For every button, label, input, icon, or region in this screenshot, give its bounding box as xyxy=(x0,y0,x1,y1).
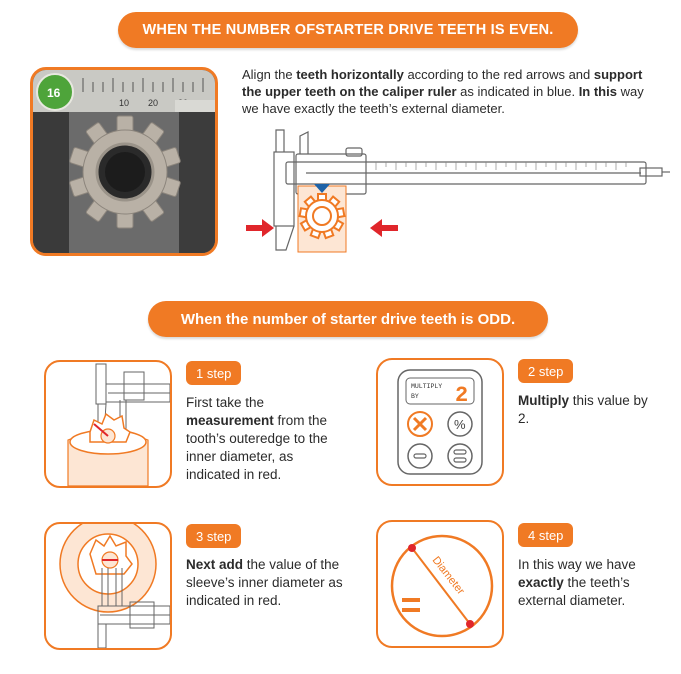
size-badge-icon xyxy=(36,73,74,111)
even-instructions: Align the teeth horizontally according t… xyxy=(242,67,644,116)
step2-illustration: MULTIPLY BY 2 % xyxy=(376,358,504,486)
odd-teeth-header: When the number of starter drive teeth i… xyxy=(148,301,548,337)
gear-icon xyxy=(298,193,346,240)
step4-illustration: Diameter xyxy=(376,520,504,648)
red-arrow-left-icon xyxy=(370,219,398,237)
step4-text: In this way we have exactly the teeth’s … xyxy=(518,557,636,608)
percent-key-label: % xyxy=(454,417,466,432)
gear-icon xyxy=(69,115,181,229)
step4-badge: 4 step xyxy=(518,523,574,547)
step1-text: First take the measurement from the toot… xyxy=(186,395,328,482)
percent-key-icon xyxy=(447,411,473,437)
even-teeth-header: WHEN THE NUMBER OFSTARTER DRIVE TEETH IS… xyxy=(118,12,578,48)
odd-header-prefix: When the number of starter drive teeth i… xyxy=(180,310,474,328)
step3-badge: 3 step xyxy=(186,524,242,548)
gear-caliper-photo: 10 20 30 16 xyxy=(30,67,218,256)
step1-badge: 1 step xyxy=(186,361,242,385)
step2-text: Multiply this value by 2. xyxy=(518,393,648,426)
equals-sign-icon xyxy=(402,598,420,602)
step2-badge: 2 step xyxy=(518,359,574,383)
step3-illustration xyxy=(44,522,172,650)
ruler-label-10: 10 xyxy=(119,98,129,108)
step1-illustration xyxy=(44,360,172,488)
equals-key-icon xyxy=(447,443,473,469)
red-arrow-right-icon xyxy=(246,219,274,237)
blue-support-arrow-icon xyxy=(314,184,330,193)
even-header-emph: EVEN. xyxy=(508,22,554,38)
red-measure-line xyxy=(93,423,109,437)
ruler-label-20: 20 xyxy=(148,98,158,108)
step3-text: Next add the value of the sleeve’s inner… xyxy=(186,557,343,608)
calc-line1: MULTIPLY xyxy=(411,383,442,390)
minus-key-icon xyxy=(407,443,433,469)
calc-digit: 2 xyxy=(455,383,468,408)
even-header-prefix: WHEN THE NUMBER OFSTARTER DRIVE TEETH IS xyxy=(142,22,505,38)
odd-header-emph: ODD. xyxy=(477,310,516,328)
calc-line2: BY xyxy=(411,393,419,400)
gear-photo-illustration: 10 20 30 16 xyxy=(33,70,215,253)
caliper-even-illustration xyxy=(246,129,670,253)
size-badge-number: 16 xyxy=(47,86,61,100)
